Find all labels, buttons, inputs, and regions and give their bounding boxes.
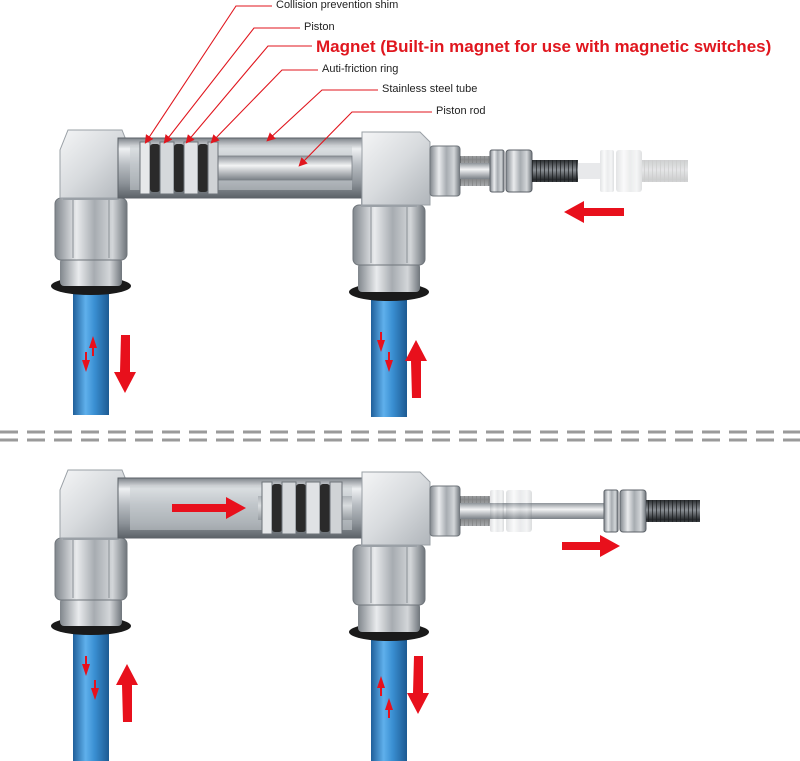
section-divider <box>0 430 800 442</box>
arrow-left-tube-out <box>114 335 136 393</box>
label-anti-friction-ring: Auti-friction ring <box>322 63 399 75</box>
label-piston: Piston <box>304 21 335 33</box>
left-end-cap-b <box>59 469 127 539</box>
right-push-fitting <box>349 197 429 301</box>
left-air-tube-b <box>73 630 109 761</box>
arrow-right-tube-in <box>405 340 427 398</box>
bottom-assembly <box>51 469 700 761</box>
piston-stack <box>139 141 219 195</box>
left-end-cap <box>59 129 127 199</box>
label-collision-shim: Collision prevention shim <box>276 0 399 11</box>
label-stainless-tube: Stainless steel tube <box>382 83 478 95</box>
piston-stack-b <box>261 481 343 535</box>
arrow-right-tube-out-b <box>407 656 429 714</box>
right-end-cap <box>361 131 431 206</box>
left-push-fitting-b <box>51 530 131 635</box>
arrow-piston-push <box>172 497 246 519</box>
label-magnet: Magnet (Built-in magnet for use with mag… <box>316 37 772 56</box>
piston-rod-extended <box>460 503 606 519</box>
right-end-cap-b <box>361 471 431 546</box>
left-air-tube <box>73 290 109 415</box>
piston-rod-outer <box>460 163 496 179</box>
arrow-rod-extend <box>562 535 620 557</box>
top-assembly <box>51 5 688 417</box>
ghost-rod-end <box>578 150 688 192</box>
arrow-rod-retract <box>564 201 624 223</box>
label-piston-rod: Piston rod <box>436 105 486 117</box>
arrow-left-tube-in-b <box>116 664 138 722</box>
left-push-fitting <box>51 190 131 295</box>
right-push-fitting-b <box>349 537 429 641</box>
piston-rod-inner <box>217 155 353 181</box>
